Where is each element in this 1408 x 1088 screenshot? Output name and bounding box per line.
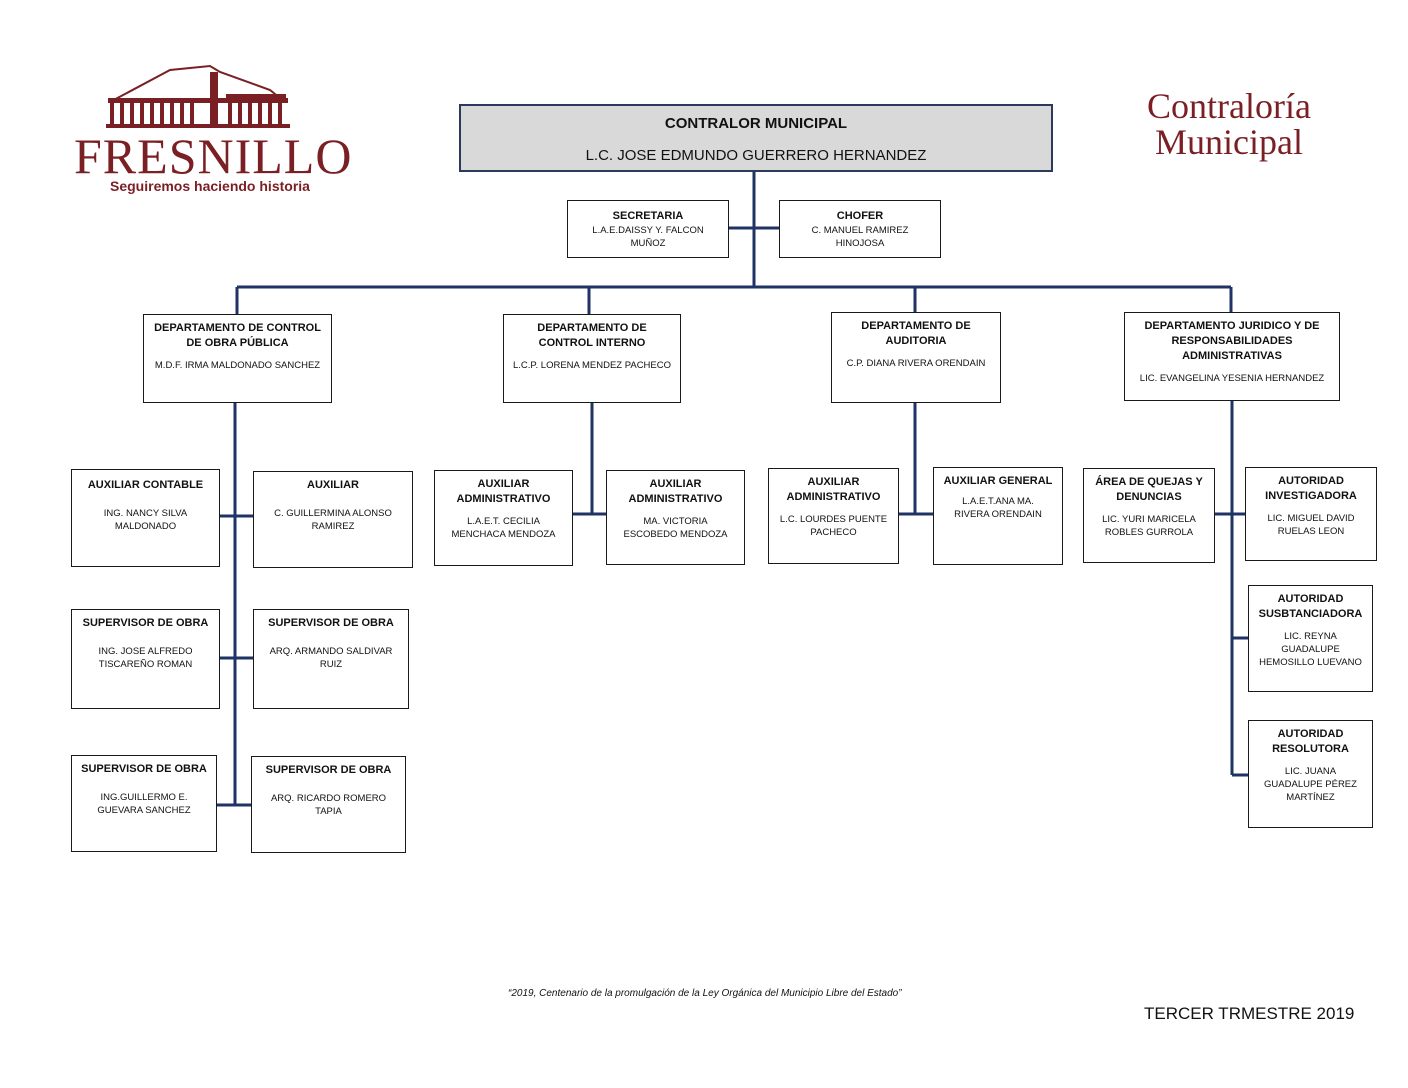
dept2-sub-auxiliar-admin-1-box: AUXILIAR ADMINISTRATIVO L.A.E.T. CECILIA… [434, 470, 573, 566]
dept1-sub-supervisor-4-box: SUPERVISOR DE OBRA ARQ. RICARDO ROMERO T… [251, 756, 406, 853]
sub-title: ÁREA DE QUEJAS Y DENUNCIAS [1095, 476, 1203, 503]
contralor-municipal-box: CONTRALOR MUNICIPAL L.C. JOSE EDMUNDO GU… [459, 104, 1053, 172]
dept4-sub-resolutora-box: AUTORIDAD RESOLUTORA LIC. JUANA GUADALUP… [1248, 720, 1373, 828]
dept-juridico-box: DEPARTAMENTO JURIDICO Y DE RESPONSABILID… [1124, 312, 1340, 401]
dept3-sub-auxiliar-general-box: AUXILIAR GENERAL L.A.E.T.ANA MA. RIVERA … [933, 467, 1063, 565]
dept2-sub-auxiliar-admin-2-box: AUXILIAR ADMINISTRATIVO MA. VICTORIA ESC… [606, 470, 745, 565]
sub-name: L.A.E.T.ANA MA. RIVERA ORENDAIN [954, 496, 1042, 520]
chofer-title: CHOFER [836, 210, 884, 222]
sub-title: AUXILIAR ADMINISTRATIVO [786, 476, 881, 503]
sub-name: ARQ. ARMANDO SALDIVAR RUIZ [269, 646, 393, 670]
dept-control-interno-title: DEPARTAMENTO DE CONTROL INTERNO [537, 322, 647, 349]
chofer-box: CHOFER C. MANUEL RAMIREZ HINOJOSA [779, 200, 941, 258]
sub-name: LIC. YURI MARICELA ROBLES GURROLA [1102, 514, 1196, 538]
dept-auditoria-title: DEPARTAMENTO DE AUDITORIA [861, 320, 971, 347]
sub-title: AUXILIAR ADMINISTRATIVO [456, 478, 551, 505]
dept1-sub-supervisor-1-box: SUPERVISOR DE OBRA ING. JOSE ALFREDO TIS… [71, 609, 220, 709]
sub-title: AUTORIDAD RESOLUTORA [1272, 728, 1349, 755]
sub-title: AUXILIAR [307, 479, 359, 491]
dept-obra-publica-box: DEPARTAMENTO DE CONTROL DE OBRA PÚBLICA … [143, 314, 332, 403]
dept-control-interno-box: DEPARTAMENTO DE CONTROL INTERNO L.C.P. L… [503, 314, 681, 403]
contralor-title: CONTRALOR MUNICIPAL [664, 115, 848, 132]
sub-title: AUTORIDAD SUSBTANCIADORA [1258, 593, 1363, 620]
sub-name: ING. NANCY SILVA MALDONADO [103, 508, 188, 532]
sub-title: AUXILIAR CONTABLE [87, 479, 204, 491]
secretaria-box: SECRETARIA L.A.E.DAISSY Y. FALCON MUÑOZ [567, 200, 729, 258]
sub-name: LIC. REYNA GUADALUPE HEMOSILLO LUEVANO [1259, 631, 1362, 668]
contraloria-municipal-logo: Contraloría Municipal [1134, 88, 1324, 160]
dept3-sub-auxiliar-admin-box: AUXILIAR ADMINISTRATIVO L.C. LOURDES PUE… [768, 468, 899, 564]
secretaria-title: SECRETARIA [612, 210, 684, 222]
dept-auditoria-box: DEPARTAMENTO DE AUDITORIA C.P. DIANA RIV… [831, 312, 1001, 403]
fresnillo-logo-wordmark: FRESNILLO [74, 128, 353, 184]
sub-name: ARQ. RICARDO ROMERO TAPIA [270, 793, 387, 817]
logo-right-line2: Municipal [1155, 122, 1303, 162]
dept-auditoria-head: C.P. DIANA RIVERA ORENDAIN [846, 358, 986, 369]
dept-obra-publica-head: M.D.F. IRMA MALDONADO SANCHEZ [154, 360, 321, 371]
sub-name: ING. JOSE ALFREDO TISCAREÑO ROMAN [98, 646, 193, 670]
contralor-name: L.C. JOSE EDMUNDO GUERRERO HERNANDEZ [585, 147, 927, 164]
sub-name: MA. VICTORIA ESCOBEDO MENDOZA [623, 516, 728, 540]
dept4-sub-quejas-box: ÁREA DE QUEJAS Y DENUNCIAS LIC. YURI MAR… [1083, 468, 1215, 563]
dept1-sub-supervisor-2-box: SUPERVISOR DE OBRA ARQ. ARMANDO SALDIVAR… [253, 609, 409, 709]
dept4-sub-substanciadora-box: AUTORIDAD SUSBTANCIADORA LIC. REYNA GUAD… [1248, 585, 1373, 692]
dept4-sub-investigadora-box: AUTORIDAD INVESTIGADORA LIC. MIGUEL DAVI… [1245, 467, 1377, 561]
chofer-name: C. MANUEL RAMIREZ HINOJOSA [811, 225, 909, 249]
secretaria-name: L.A.E.DAISSY Y. FALCON MUÑOZ [592, 225, 704, 249]
logo-right-line1: Contraloría [1147, 86, 1311, 126]
footer-period: TERCER TRMESTRE 2019 [1144, 1004, 1355, 1023]
sub-name: ING.GUILLERMO E. GUEVARA SANCHEZ [97, 792, 191, 816]
dept1-sub-auxiliar-contable-box: AUXILIAR CONTABLE ING. NANCY SILVA MALDO… [71, 469, 220, 567]
sub-name: L.C. LOURDES PUENTE PACHECO [779, 514, 888, 538]
sub-title: SUPERVISOR DE OBRA [265, 764, 392, 776]
fresnillo-logo-slogan: Seguiremos haciendo historia [110, 178, 310, 194]
sub-title: AUTORIDAD INVESTIGADORA [1265, 475, 1357, 502]
sub-name: L.A.E.T. CECILIA MENCHACA MENDOZA [451, 516, 556, 540]
dept-juridico-head: LIC. EVANGELINA YESENIA HERNANDEZ [1139, 373, 1325, 384]
dept-control-interno-head: L.C.P. LORENA MENDEZ PACHECO [512, 360, 672, 371]
fresnillo-building-logo-icon [106, 64, 290, 128]
sub-title: AUXILIAR ADMINISTRATIVO [628, 478, 723, 505]
sub-title: AUXILIAR GENERAL [943, 475, 1053, 487]
dept-juridico-title: DEPARTAMENTO JURIDICO Y DE RESPONSABILID… [1144, 320, 1320, 362]
sub-title: SUPERVISOR DE OBRA [268, 617, 394, 629]
dept1-sub-auxiliar-box: AUXILIAR C. GUILLERMINA ALONSO RAMIREZ [253, 471, 413, 568]
sub-title: SUPERVISOR DE OBRA [81, 763, 207, 775]
footer-quote: “2019, Centenario de la promulgación de … [508, 988, 902, 999]
dept1-sub-supervisor-3-box: SUPERVISOR DE OBRA ING.GUILLERMO E. GUEV… [71, 755, 217, 852]
sub-title: SUPERVISOR DE OBRA [82, 617, 209, 629]
sub-name: LIC. JUANA GUADALUPE PÉREZ MARTÍNEZ [1264, 766, 1357, 803]
sub-name: LIC. MIGUEL DAVID RUELAS LEON [1267, 513, 1355, 537]
sub-name: C. GUILLERMINA ALONSO RAMIREZ [274, 508, 392, 532]
dept-obra-publica-title: DEPARTAMENTO DE CONTROL DE OBRA PÚBLICA [154, 322, 321, 349]
